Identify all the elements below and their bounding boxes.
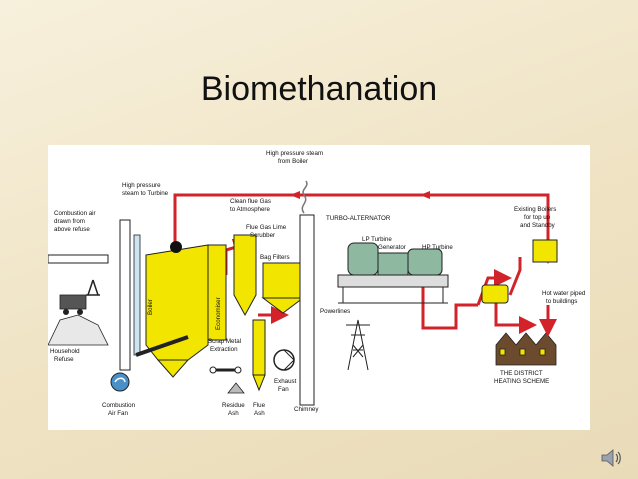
air-duct-inner <box>133 234 141 356</box>
label-residue-ash-1: Residue <box>222 402 245 409</box>
label-household-refuse-2: Refuse <box>54 356 74 363</box>
label-chimney: Chimney <box>294 406 319 413</box>
turbine-support-legs <box>338 287 448 304</box>
steam-drum <box>170 241 182 253</box>
label-hp-steam-boiler-1: High pressure steam <box>266 150 323 157</box>
label-hp-steam-turbine-2: steam to Turbine <box>122 190 169 197</box>
grab-crane-icon <box>86 279 100 296</box>
label-powerlines: Powerlines <box>320 308 350 315</box>
label-bag-filters: Bag Filters <box>260 254 290 261</box>
boiler-hopper <box>156 359 190 378</box>
slide-title: Biomethanation <box>200 70 438 108</box>
label-generator: Generator <box>378 244 406 251</box>
economiser-label: Economiser <box>215 297 222 330</box>
label-combustion-air-1: Combustion air <box>54 210 96 217</box>
label-hp-steam-turbine-1: High pressure <box>122 182 161 189</box>
label-flue-gas-lime-2: Scrubber <box>250 232 275 239</box>
refuse-truck-icon <box>59 294 87 310</box>
label-district-heating-1: THE DISTRICT <box>500 370 543 377</box>
hot-water-pipe-2 <box>508 257 522 296</box>
label-combustion-air-fan-2: Air Fan <box>108 410 129 417</box>
label-scrap-metal-1: Scrap Metal <box>208 338 241 345</box>
process-diagram: Boiler Economiser High pressure <box>48 145 590 430</box>
refuse-pit <box>48 254 109 264</box>
label-scrap-metal-2: Extraction <box>210 346 238 353</box>
label-hp-steam-boiler-2: from Boiler <box>278 158 308 165</box>
boiler-label: Boiler <box>147 299 154 315</box>
label-hp-turbine: HP Turbine <box>422 244 453 251</box>
label-lp-turbine: LP Turbine <box>362 236 392 243</box>
label-district-heating-2: HEATING SCHEME <box>494 378 549 385</box>
label-hot-water-2: to buildings <box>546 298 577 305</box>
label-existing-boilers-3: and Standby <box>520 222 556 229</box>
chimney-stack <box>299 214 315 406</box>
grate-conveyor <box>135 335 189 357</box>
steam-arrow-top-2 <box>420 191 430 199</box>
bag-filter-housing <box>262 262 304 299</box>
hot-water-tank <box>481 284 509 304</box>
exhaust-fan-icon <box>273 349 295 371</box>
label-turbo-alternator: TURBO-ALTERNATOR <box>326 215 391 222</box>
hp-steam-pipe-to-turbine <box>173 193 550 245</box>
bag-filter-hopper <box>261 297 305 314</box>
generator <box>377 252 409 276</box>
label-household-refuse-1: Household <box>50 348 80 355</box>
label-exhaust-fan-1: Exhaust <box>274 378 297 385</box>
district-loop-pipe <box>476 269 512 306</box>
refuse-pile <box>48 314 109 346</box>
hp-turbine <box>407 248 443 276</box>
label-clean-flue-gas-1: Clean flue Gas <box>230 198 271 205</box>
label-combustion-air-3: above refuse <box>54 226 90 233</box>
yellow-duct-down <box>252 319 266 376</box>
label-residue-ash-2: Ash <box>228 410 239 417</box>
process-diagram-svg: Boiler Economiser High pressure <box>48 150 586 417</box>
power-pylon-icon <box>346 319 370 371</box>
label-flue-ash-2: Ash <box>254 410 265 417</box>
steam-arrow-top <box>290 191 300 199</box>
turbine-to-district-pipe <box>421 285 478 330</box>
label-exhaust-fan-2: Fan <box>278 386 289 393</box>
turbine-base <box>337 274 449 288</box>
label-existing-boilers-1: Existing Boilers <box>514 206 556 213</box>
label-combustion-air-fan-1: Combustion <box>102 402 136 409</box>
scrubber-body <box>233 234 257 317</box>
district-buildings-icon <box>495 332 557 366</box>
air-duct <box>119 219 131 371</box>
label-combustion-air-2: drawn from <box>54 218 85 225</box>
label-existing-boilers-2: for top up <box>524 214 551 221</box>
lp-turbine <box>347 242 379 276</box>
speaker-icon[interactable] <box>600 447 624 469</box>
combustion-air-fan-icon <box>110 372 130 392</box>
smoke-icon <box>301 180 308 214</box>
residue-ash-pile <box>227 382 245 394</box>
label-hot-water-1: Hot water piped <box>542 290 586 297</box>
economiser-body <box>207 244 227 341</box>
standby-boiler <box>532 239 558 263</box>
ash-hopper-flue <box>252 374 266 392</box>
label-flue-gas-lime-1: Flue Gas Lime <box>246 224 287 231</box>
label-clean-flue-gas-2: to Atmosphere <box>230 206 270 213</box>
turbo-alternator-unit <box>337 242 449 288</box>
hot-water-pipe-1 <box>494 303 537 334</box>
label-flue-ash-1: Flue <box>253 402 266 409</box>
boiler-unit <box>145 234 558 392</box>
